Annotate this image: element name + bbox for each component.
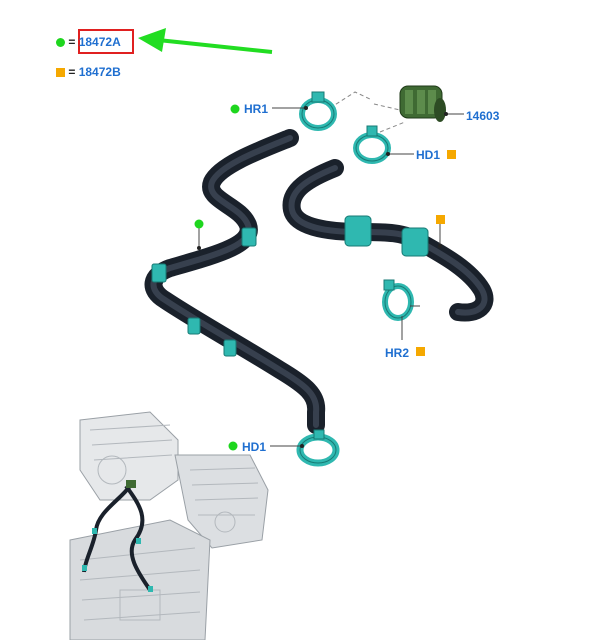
connector-icon [399, 85, 446, 122]
orange-square-icon [447, 150, 456, 159]
callout-14603: 14603 [466, 109, 500, 123]
clamp-icon [382, 279, 414, 321]
clamp-icon [299, 91, 337, 131]
clamp-icon [353, 125, 391, 164]
callout-hr1: HR1 [244, 102, 269, 116]
orange-square-icon [436, 215, 445, 224]
hose-18472b [282, 159, 494, 322]
legend-equals: = [68, 65, 76, 79]
orange-square-icon [416, 347, 425, 356]
green-dot-icon [194, 219, 204, 229]
legend-item-18472b: = 18472B [56, 65, 121, 79]
legend-code: 18472A [78, 35, 121, 49]
callout-hd1-lower: HD1 [242, 440, 267, 454]
engine-block-icon [69, 411, 269, 640]
orange-square-icon [56, 68, 65, 78]
legend-code: 18472B [78, 65, 121, 79]
legend-item-18472a: = 18472A [56, 35, 121, 49]
pointer-arrow-icon [138, 28, 273, 54]
clamp-icon [296, 429, 340, 467]
callout-hr2: HR2 [385, 346, 410, 360]
hose-18472a [144, 129, 326, 434]
callout-leaders [198, 107, 441, 447]
green-dot-icon [56, 38, 65, 48]
leader-lines [329, 91, 406, 133]
green-dot-icon [228, 441, 238, 451]
hose-clips [151, 215, 429, 357]
green-dot-icon [230, 104, 240, 114]
callout-hd1-upper: HD1 [416, 148, 441, 162]
highlight-box [78, 29, 134, 54]
legend-equals: = [68, 35, 76, 49]
